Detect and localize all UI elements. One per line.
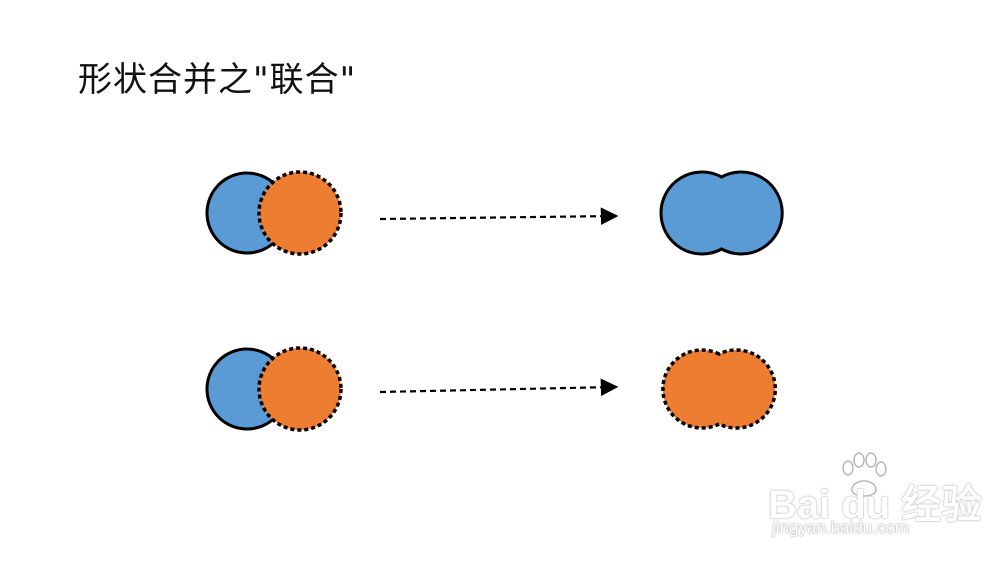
watermark-url: jingyan.baidu.com xyxy=(772,518,910,537)
row2-orange-circle xyxy=(257,346,343,432)
row2-union-result xyxy=(661,348,777,430)
slide-title: 形状合并之"联合" xyxy=(78,60,357,100)
paw-icon xyxy=(842,452,887,497)
baidu-jingyan-watermark: Bai du 经验 jingyan.baidu.com xyxy=(758,452,988,544)
row2-arrow xyxy=(379,378,619,397)
row2-source-shapes xyxy=(205,346,343,432)
watermark-logo-text: Bai du 经验 xyxy=(768,483,982,527)
row1-union-result xyxy=(659,170,784,256)
row1-orange-circle xyxy=(257,170,343,256)
row1-arrow xyxy=(379,207,619,225)
row1-source-shapes xyxy=(205,170,343,256)
